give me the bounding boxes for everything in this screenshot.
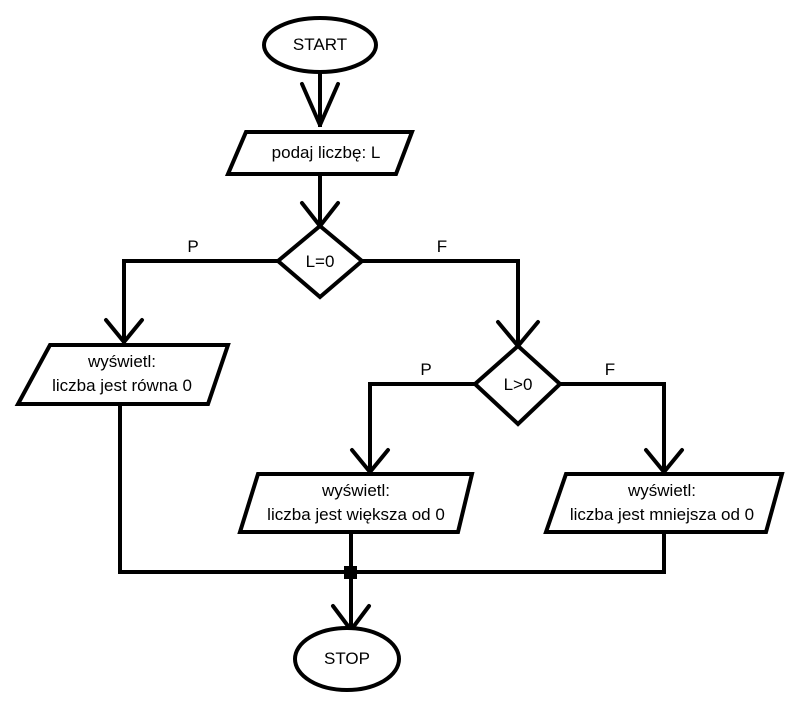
merge-junction [344,566,357,579]
input-parallelogram [224,130,415,176]
arrow-head [300,82,340,127]
output-zero-line2: liczba jest równa 0 [52,376,192,395]
connector-decision1-true [122,259,280,344]
decision1-true-label: P [187,237,199,256]
output-positive-line1: wyświetl: [321,481,391,500]
connector-zero-merge [118,402,353,574]
output-negative-parallelogram [543,472,785,534]
connector-decision2-false [558,382,666,474]
decision1-diamond [274,223,366,300]
output-negative-label: wyświetl: liczba jest mniejsza od 0 [570,479,754,527]
connector-decision2-true [368,382,477,474]
stop-terminal [293,626,401,692]
output-zero-parallelogram [14,343,231,406]
output-positive-line2: liczba jest większa od 0 [267,505,445,524]
decision1-false-label: F [436,237,448,256]
decision2-label: L>0 [503,375,533,394]
input-label: podaj liczbę: L [271,143,381,162]
output-positive-label: wyświetl: liczba jest większa od 0 [267,479,445,527]
start-label: START [292,35,348,54]
decision2-false-label: F [604,360,616,379]
output-zero-label: wyświetl: liczba jest równa 0 [52,350,192,398]
output-negative-line2: liczba jest mniejsza od 0 [569,505,755,524]
connector-negative-merge [349,530,666,574]
decision2-diamond [472,343,563,427]
decision2-true-label: P [420,360,432,379]
arrow-head [104,318,144,344]
stop-label: STOP [324,649,370,668]
connector-decision1-false [360,259,520,348]
output-negative-line1: wyświetl: [627,481,697,500]
decision1-label: L=0 [305,252,335,271]
output-positive-parallelogram [237,472,475,534]
output-zero-line1: wyświetl: [87,352,156,371]
